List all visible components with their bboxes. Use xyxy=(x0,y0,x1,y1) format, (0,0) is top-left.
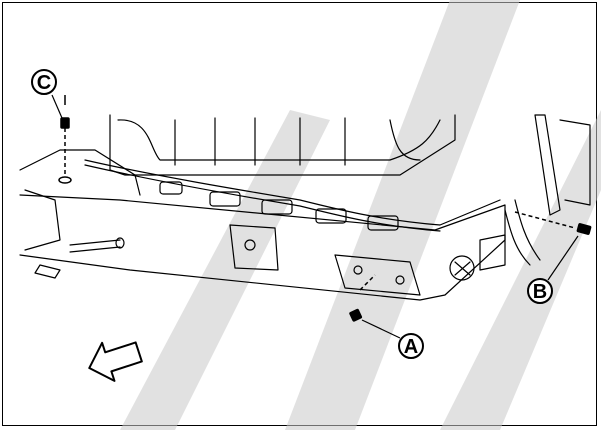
bolt-icon xyxy=(58,95,72,184)
callout-c-label: C xyxy=(37,72,51,94)
callout-a-label: A xyxy=(404,336,418,358)
direction-arrow-icon xyxy=(88,341,143,382)
callout-b-label: B xyxy=(533,281,547,303)
callout-c: C xyxy=(31,69,57,95)
callout-a: A xyxy=(398,333,424,359)
watermark xyxy=(120,0,601,430)
bolt-icon xyxy=(349,274,376,322)
callout-b: B xyxy=(527,278,553,304)
battery-housing xyxy=(19,114,591,301)
leader-lines xyxy=(51,94,579,339)
bolt-icon xyxy=(514,211,592,235)
